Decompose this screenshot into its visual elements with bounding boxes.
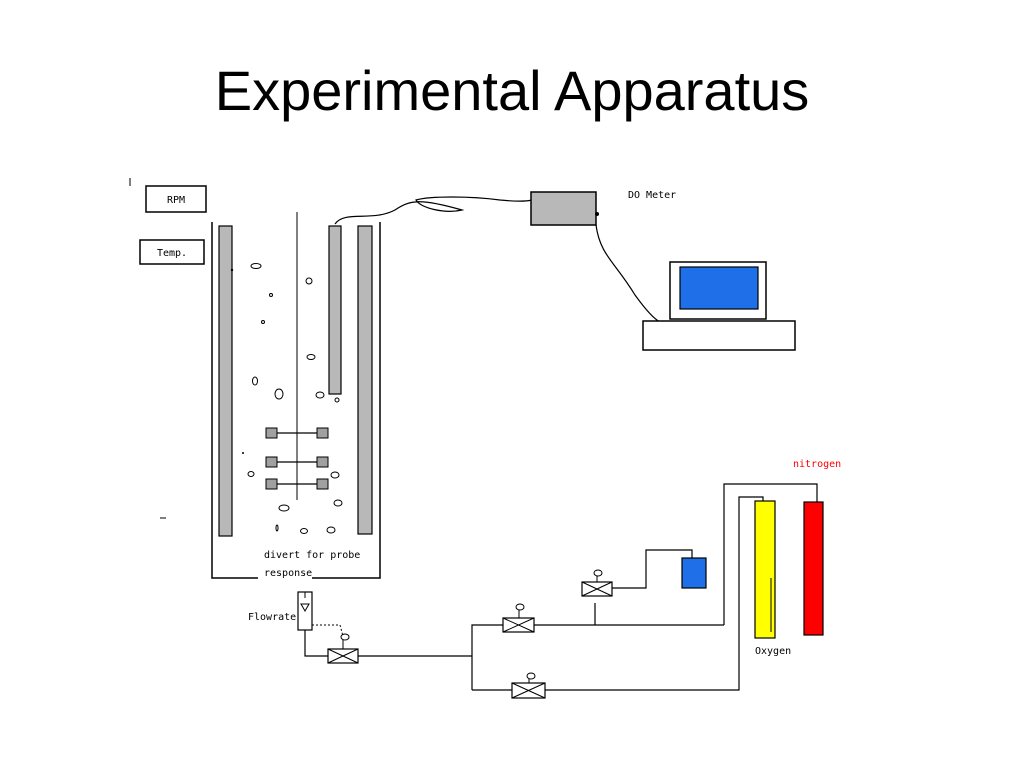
page-title: Experimental Apparatus [214, 59, 810, 122]
valve-water-bypass [581, 569, 613, 597]
temp-label: Temp. [157, 248, 187, 259]
baffle-left [218, 225, 233, 537]
water-container [681, 557, 707, 589]
reactor-vessel [211, 222, 381, 579]
gas-bubbles [247, 263, 343, 534]
computer [642, 261, 796, 351]
flowrate-label: Flowrate [248, 612, 296, 623]
valve-flowmeter [327, 633, 359, 664]
computer-base [642, 320, 796, 351]
monitor-screen [679, 266, 759, 310]
divert-label-line2: response [264, 568, 312, 579]
impeller-bottom [265, 478, 329, 490]
oxygen-label: Oxygen [755, 646, 791, 657]
rpm-display: RPM [145, 185, 207, 213]
probe-cable [334, 196, 533, 225]
divert-label-line1: divert for probe [264, 550, 360, 561]
impeller-middle [265, 456, 329, 468]
gas-lines [304, 483, 818, 691]
do-probe [328, 225, 342, 395]
do-meter [530, 191, 599, 226]
rpm-label: RPM [167, 195, 185, 206]
flowmeter [297, 591, 313, 631]
impeller-top [265, 427, 329, 439]
temp-display: Temp. [139, 239, 205, 265]
nitrogen-cylinder [803, 501, 824, 636]
meter-cable [595, 224, 661, 323]
do-meter-label: DO Meter [628, 190, 676, 201]
nitrogen-label: nitrogen [793, 459, 841, 470]
valve-lower [511, 672, 546, 699]
baffle-right [357, 225, 373, 535]
valve-upper [502, 603, 535, 633]
oxygen-cylinder [754, 500, 776, 639]
